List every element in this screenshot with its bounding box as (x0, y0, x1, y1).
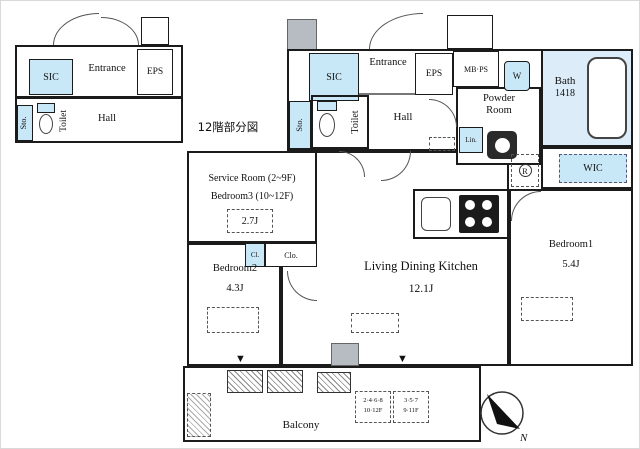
bedroom1-outline (509, 189, 633, 366)
ac-unit-box (317, 372, 351, 393)
inset-sic-label: SIC (43, 71, 59, 83)
closet-cl-label: Cl. (250, 251, 260, 259)
main-sic-label: SIC (326, 71, 342, 83)
service-room-area-label: 2.7J (241, 215, 259, 227)
bedroom1-bed (521, 297, 573, 321)
inset-sto-label: Sto. (19, 116, 28, 130)
linen-closet: Lin. (459, 127, 483, 153)
bedroom2-area-label: 4.3J (226, 283, 244, 294)
inset-hall-label: Hall (97, 113, 117, 124)
ldk-area-label: 12.1J (408, 283, 434, 295)
inset-toilet-tank (37, 103, 55, 113)
boundary-marker-triangle: ▼ (397, 353, 408, 365)
inset-eps-door-arc (101, 17, 139, 45)
washer-label: W (512, 71, 522, 81)
bath-label: Bath 1418 (543, 75, 587, 105)
compass-north-label: N (519, 432, 528, 444)
main-toilet-label: Toilet (350, 110, 361, 134)
closet-clo-label: Clo. (284, 250, 298, 260)
wic-label: WIC (583, 163, 603, 174)
powder-label-line2: Room (486, 105, 512, 117)
powder-room-label: Powder Room (463, 93, 535, 119)
main-toilet-tank (317, 101, 337, 111)
service-room-outline (187, 151, 317, 243)
main-entrance-label: Entrance (369, 57, 407, 68)
ldk-furniture (351, 313, 399, 333)
floor-note-1-line1: 2·4·6·8 (363, 397, 383, 404)
powder-label-line1: Powder (482, 93, 516, 104)
washer-space: W (504, 61, 530, 91)
pillar-ldk-bottom (331, 343, 359, 366)
balcony-label: Balcony (282, 419, 320, 431)
closet-clo: Clo. (265, 243, 317, 267)
inset-internal-wall (15, 96, 183, 99)
service-room-label-line2: Bedroom3 (10~12F) (210, 191, 294, 202)
compass-circle (480, 391, 524, 435)
ac-unit-box (267, 370, 303, 393)
bedroom2-label: Bedroom2 (212, 263, 258, 274)
bath-label-line2: 1418 (555, 87, 575, 99)
main-room-sto (289, 101, 311, 149)
main-top-shaft-box (447, 15, 493, 49)
bedroom1-area-label: 5.4J (562, 259, 580, 270)
floor-note-1-line2: 10·12F (363, 406, 383, 414)
ac-unit-box-dashed (187, 393, 211, 437)
inset-outline (15, 45, 183, 143)
stove-burner (465, 200, 475, 210)
floor-note-box-1: 2·4·6·8 10·12F (355, 391, 391, 423)
service-room-label-line1: Service Room (2~9F) (208, 173, 296, 184)
fridge-space: R (511, 154, 539, 187)
stove-burner (465, 217, 475, 227)
washbasin-bowl (494, 137, 510, 153)
main-entrance-door-arc (369, 13, 423, 49)
kitchen-sink (421, 197, 451, 231)
wic-closet-area: WIC (559, 154, 627, 183)
bedroom1-label: Bedroom1 (548, 239, 594, 250)
bedroom2-bed (207, 307, 259, 333)
inset-toilet-label: Toilet (59, 109, 69, 133)
inset-entrance-label: Entrance (88, 63, 126, 74)
closet-cl: Cl. (245, 243, 265, 267)
inset-entrance-door-arc (53, 13, 99, 45)
entrance-step-line (359, 93, 415, 95)
floor-note-box-2: 3·5·7 9·11F (393, 391, 429, 423)
boundary-marker-triangle: ▼ (235, 353, 246, 365)
floor-note-2-line2: 9·11F (403, 406, 419, 414)
main-room-sic: SIC (309, 53, 359, 101)
inset-room-eps: EPS (137, 49, 173, 95)
inset-eps-label: EPS (146, 67, 164, 77)
stove-burner (482, 217, 492, 227)
pillar-top-left (287, 19, 317, 50)
inset-caption: 12階部分図 (197, 120, 259, 134)
main-room-mbps: MB·PS (453, 51, 499, 87)
inset-shaft-box (141, 17, 169, 45)
balcony-outline (183, 366, 481, 442)
north-arrow-icon (487, 394, 520, 429)
bathtub (587, 57, 627, 139)
main-mbps-label: MB·PS (463, 64, 488, 74)
opening-marker (429, 137, 455, 151)
main-eps-label: EPS (425, 69, 443, 79)
compass: N (480, 391, 528, 444)
fridge-label: R (518, 164, 532, 177)
main-toilet-bowl (319, 113, 335, 137)
main-room-eps: EPS (415, 53, 453, 95)
inset-room-sic: SIC (29, 59, 73, 95)
inset-toilet-bowl (39, 114, 53, 134)
bath-label-line1: Bath (554, 75, 576, 87)
main-hall-label: Hall (393, 111, 413, 123)
ldk-label: Living Dining Kitchen (364, 259, 478, 273)
floor-note-2-line1: 3·5·7 (403, 397, 419, 404)
linen-label: Lin. (465, 136, 477, 144)
main-sto-label: Sto. (294, 118, 304, 132)
ac-unit-box (227, 370, 263, 393)
service-room-bed: 2.7J (227, 209, 273, 233)
stove-burner (482, 200, 492, 210)
inset-room-sto (17, 105, 33, 141)
kitchen-stove (459, 195, 499, 233)
main-toilet-room (311, 95, 369, 149)
